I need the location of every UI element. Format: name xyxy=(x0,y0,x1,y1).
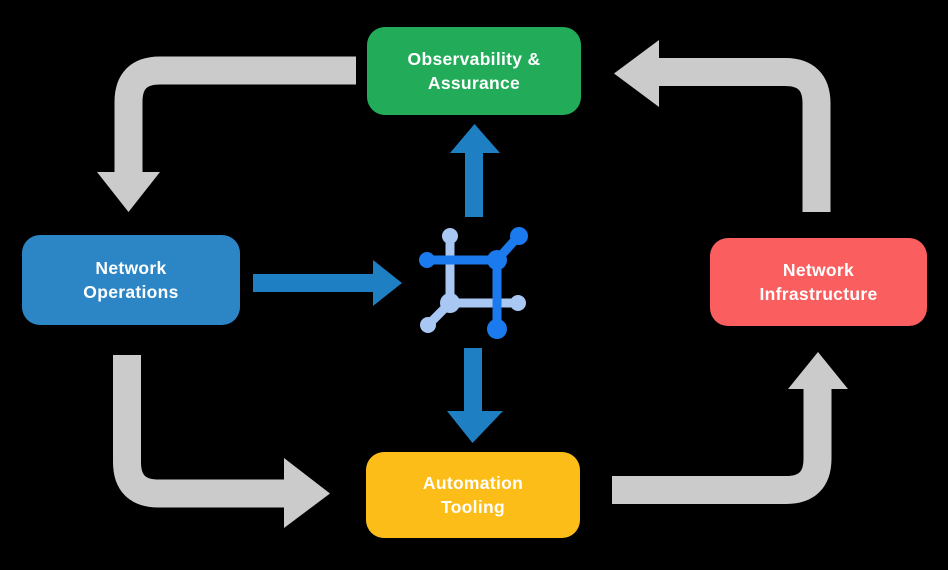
arrow-operations-to-center xyxy=(253,260,402,306)
node-network-infrastructure: Network Infrastructure xyxy=(710,238,927,326)
arrow-operations-to-automation xyxy=(113,355,330,528)
node-label-line: Operations xyxy=(83,282,179,302)
node-label-line: Assurance xyxy=(427,73,521,93)
arrow-center-to-observability xyxy=(450,124,500,217)
node-label-line: Network xyxy=(95,257,167,278)
node-automation-tooling: Automation Tooling xyxy=(366,452,580,538)
arrow-automation-to-infrastructure xyxy=(612,352,848,504)
arrow-center-to-automation xyxy=(447,348,503,443)
node-label-line: Network xyxy=(782,259,855,280)
node-label-line: Automation xyxy=(422,472,524,493)
node-label-line: Infrastructure xyxy=(759,284,878,304)
node-observability-assurance: Observability & Assurance xyxy=(367,27,581,115)
node-label-line: Observability & xyxy=(407,48,541,69)
node-label-line: Tooling xyxy=(441,497,505,517)
network-mesh-icon xyxy=(419,227,528,339)
node-network-operations: Network Operations xyxy=(22,235,240,325)
arrow-infrastructure-to-observability xyxy=(614,40,831,212)
arrow-observability-to-operations xyxy=(97,56,356,212)
